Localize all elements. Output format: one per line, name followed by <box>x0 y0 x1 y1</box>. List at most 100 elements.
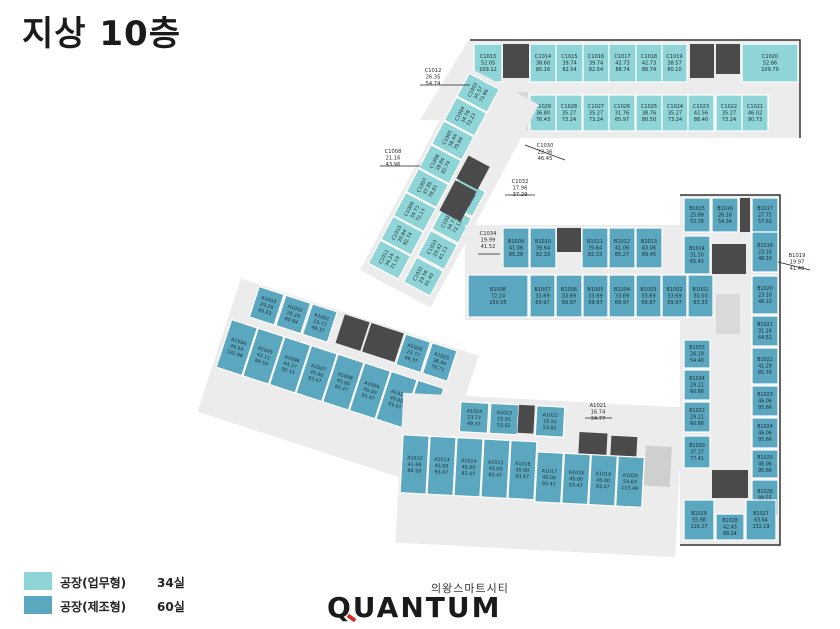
unit-shape <box>741 94 769 132</box>
unit-shape <box>588 454 618 507</box>
unit-text: B1005 <box>587 287 603 293</box>
unit-shape <box>443 96 488 137</box>
callout-leader <box>777 261 811 271</box>
unit-shape <box>295 344 338 403</box>
unit-text: 61.13 <box>438 246 450 261</box>
unit-text: 72.24 <box>491 294 505 300</box>
core-elevator <box>456 155 490 190</box>
core-stair <box>712 244 746 274</box>
unit-shape <box>751 347 779 385</box>
unit-shape <box>321 353 365 411</box>
